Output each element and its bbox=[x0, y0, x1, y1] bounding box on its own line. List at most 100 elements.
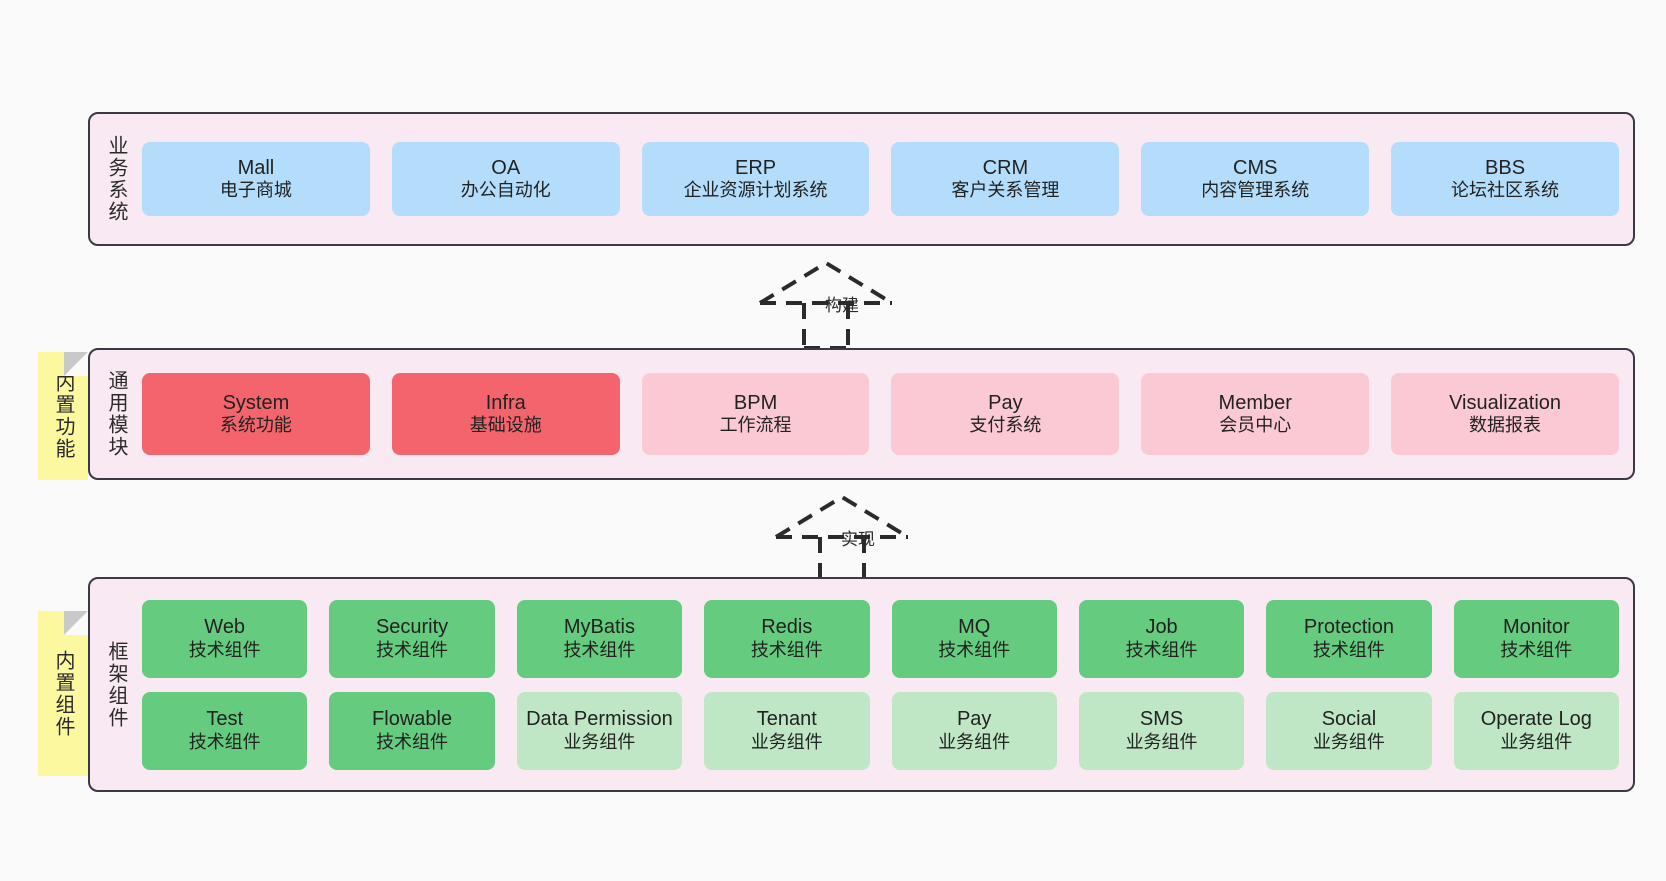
card-pay-module-desc: 支付系统 bbox=[969, 415, 1042, 436]
card-test-name: Test bbox=[206, 708, 244, 731]
card-flowable[interactable]: Flowable 技术组件 bbox=[329, 691, 495, 770]
card-social[interactable]: Social 业务组件 bbox=[1266, 691, 1432, 770]
card-member[interactable]: Member 会员中心 bbox=[1141, 373, 1370, 455]
card-bpm-name: BPM bbox=[733, 391, 778, 414]
framework-component-layer-title: 框架组件 bbox=[105, 640, 127, 729]
business-system-layer-title: 业务系统 bbox=[105, 135, 127, 223]
common-module-card-group: System 系统功能 Infra 基础设施 BPM 工作流程 Pay 支付系统… bbox=[142, 350, 1633, 478]
card-job-desc: 技术组件 bbox=[1125, 639, 1198, 660]
card-mq-name: MQ bbox=[958, 616, 991, 639]
card-web[interactable]: Web 技术组件 bbox=[142, 599, 308, 678]
card-cms[interactable]: CMS 内容管理系统 bbox=[1141, 142, 1370, 216]
card-operate-log[interactable]: Operate Log 业务组件 bbox=[1453, 691, 1619, 770]
card-job-name: Job bbox=[1145, 616, 1178, 639]
card-pay-module[interactable]: Pay 支付系统 bbox=[891, 373, 1120, 455]
card-flowable-desc: 技术组件 bbox=[376, 731, 449, 752]
card-security-desc: 技术组件 bbox=[376, 639, 449, 660]
card-mybatis-desc: 技术组件 bbox=[563, 639, 636, 660]
card-test[interactable]: Test 技术组件 bbox=[142, 691, 308, 770]
card-oa-name: OA bbox=[491, 156, 521, 179]
card-pay-component-desc: 业务组件 bbox=[938, 731, 1011, 752]
note-builtin-feature: 内置功能 bbox=[38, 352, 88, 480]
card-data-permission-desc: 业务组件 bbox=[563, 731, 636, 752]
framework-component-row-1: Web 技术组件 Security 技术组件 MyBatis 技术组件 Redi… bbox=[142, 599, 1619, 678]
framework-component-card-group: Web 技术组件 Security 技术组件 MyBatis 技术组件 Redi… bbox=[142, 579, 1633, 790]
card-security-name: Security bbox=[375, 616, 449, 639]
card-bpm[interactable]: BPM 工作流程 bbox=[641, 373, 870, 455]
card-cms-name: CMS bbox=[1233, 156, 1278, 179]
card-tenant-desc: 业务组件 bbox=[750, 731, 823, 752]
card-redis-name: Redis bbox=[761, 616, 813, 639]
card-visualization[interactable]: Visualization 数据报表 bbox=[1391, 373, 1619, 455]
card-oa-desc: 办公自动化 bbox=[460, 180, 551, 201]
card-job[interactable]: Job 技术组件 bbox=[1078, 599, 1245, 678]
card-crm[interactable]: CRM 客户关系管理 bbox=[891, 142, 1120, 216]
card-crm-desc: 客户关系管理 bbox=[951, 180, 1060, 201]
card-infra-desc: 基础设施 bbox=[469, 415, 542, 436]
card-social-desc: 业务组件 bbox=[1312, 731, 1385, 752]
card-bbs-desc: 论坛社区系统 bbox=[1451, 180, 1560, 201]
card-mybatis[interactable]: MyBatis 技术组件 bbox=[516, 599, 683, 678]
card-bbs[interactable]: BBS 论坛社区系统 bbox=[1391, 142, 1619, 216]
connector-build-label: 构建 bbox=[825, 296, 859, 315]
card-erp[interactable]: ERP 企业资源计划系统 bbox=[641, 142, 870, 216]
framework-component-layer: 框架组件 Web 技术组件 Security 技术组件 MyBatis 技术组件… bbox=[88, 577, 1635, 792]
card-redis[interactable]: Redis 技术组件 bbox=[704, 599, 870, 678]
common-module-row: System 系统功能 Infra 基础设施 BPM 工作流程 Pay 支付系统… bbox=[142, 373, 1619, 455]
common-module-layer-title: 通用模块 bbox=[105, 370, 127, 458]
card-security[interactable]: Security 技术组件 bbox=[329, 599, 495, 678]
card-bpm-desc: 工作流程 bbox=[719, 415, 792, 436]
card-data-permission-name: Data Permission bbox=[526, 708, 673, 731]
note-builtin-component: 内置组件 bbox=[38, 611, 88, 776]
card-sms-desc: 业务组件 bbox=[1125, 731, 1198, 752]
card-web-desc: 技术组件 bbox=[188, 639, 261, 660]
card-operate-log-name: Operate Log bbox=[1480, 708, 1592, 731]
card-protection[interactable]: Protection 技术组件 bbox=[1266, 599, 1432, 678]
business-system-layer: 业务系统 Mall 电子商城 OA 办公自动化 ERP 企业资源计划系统 CRM… bbox=[88, 112, 1635, 246]
card-infra[interactable]: Infra 基础设施 bbox=[391, 373, 620, 455]
card-bbs-name: BBS bbox=[1485, 156, 1526, 179]
business-system-card-group: Mall 电子商城 OA 办公自动化 ERP 企业资源计划系统 CRM 客户关系… bbox=[142, 114, 1633, 244]
card-monitor-desc: 技术组件 bbox=[1500, 639, 1573, 660]
card-mq-desc: 技术组件 bbox=[938, 639, 1011, 660]
connector-implement-label: 实现 bbox=[841, 530, 875, 549]
card-mybatis-name: MyBatis bbox=[563, 616, 635, 639]
business-system-row: Mall 电子商城 OA 办公自动化 ERP 企业资源计划系统 CRM 客户关系… bbox=[142, 142, 1619, 216]
card-monitor-name: Monitor bbox=[1502, 616, 1570, 639]
card-infra-name: Infra bbox=[485, 391, 526, 414]
card-erp-desc: 企业资源计划系统 bbox=[683, 180, 828, 201]
card-data-permission[interactable]: Data Permission 业务组件 bbox=[516, 691, 683, 770]
card-oa[interactable]: OA 办公自动化 bbox=[391, 142, 620, 216]
card-pay-module-name: Pay bbox=[988, 391, 1023, 414]
card-member-desc: 会员中心 bbox=[1219, 415, 1292, 436]
card-operate-log-desc: 业务组件 bbox=[1500, 731, 1573, 752]
card-cms-desc: 内容管理系统 bbox=[1201, 180, 1310, 201]
connector-build: 构建 bbox=[742, 253, 942, 353]
card-mall[interactable]: Mall 电子商城 bbox=[142, 142, 370, 216]
connector-implement: 实现 bbox=[758, 487, 958, 587]
note-builtin-feature-label: 内置功能 bbox=[52, 372, 74, 460]
card-mall-name: Mall bbox=[237, 156, 275, 179]
card-monitor[interactable]: Monitor 技术组件 bbox=[1453, 599, 1619, 678]
note-builtin-component-label: 内置组件 bbox=[52, 649, 74, 738]
card-sms[interactable]: SMS 业务组件 bbox=[1078, 691, 1245, 770]
card-tenant[interactable]: Tenant 业务组件 bbox=[704, 691, 870, 770]
card-pay-component-name: Pay bbox=[956, 708, 992, 731]
card-mall-desc: 电子商城 bbox=[219, 180, 292, 201]
card-social-name: Social bbox=[1321, 708, 1377, 731]
card-flowable-name: Flowable bbox=[372, 708, 453, 731]
card-test-desc: 技术组件 bbox=[188, 731, 261, 752]
card-crm-name: CRM bbox=[982, 156, 1029, 179]
card-erp-name: ERP bbox=[735, 156, 777, 179]
card-visualization-name: Visualization bbox=[1449, 391, 1562, 414]
card-protection-name: Protection bbox=[1303, 616, 1394, 639]
framework-component-row-2: Test 技术组件 Flowable 技术组件 Data Permission … bbox=[142, 691, 1619, 770]
card-pay-component[interactable]: Pay 业务组件 bbox=[891, 691, 1057, 770]
card-system[interactable]: System 系统功能 bbox=[142, 373, 370, 455]
card-system-name: System bbox=[222, 391, 290, 414]
card-web-name: Web bbox=[204, 616, 246, 639]
card-mq[interactable]: MQ 技术组件 bbox=[891, 599, 1057, 678]
common-module-layer: 通用模块 System 系统功能 Infra 基础设施 BPM 工作流程 Pay… bbox=[88, 348, 1635, 480]
card-redis-desc: 技术组件 bbox=[750, 639, 823, 660]
card-visualization-desc: 数据报表 bbox=[1469, 415, 1542, 436]
